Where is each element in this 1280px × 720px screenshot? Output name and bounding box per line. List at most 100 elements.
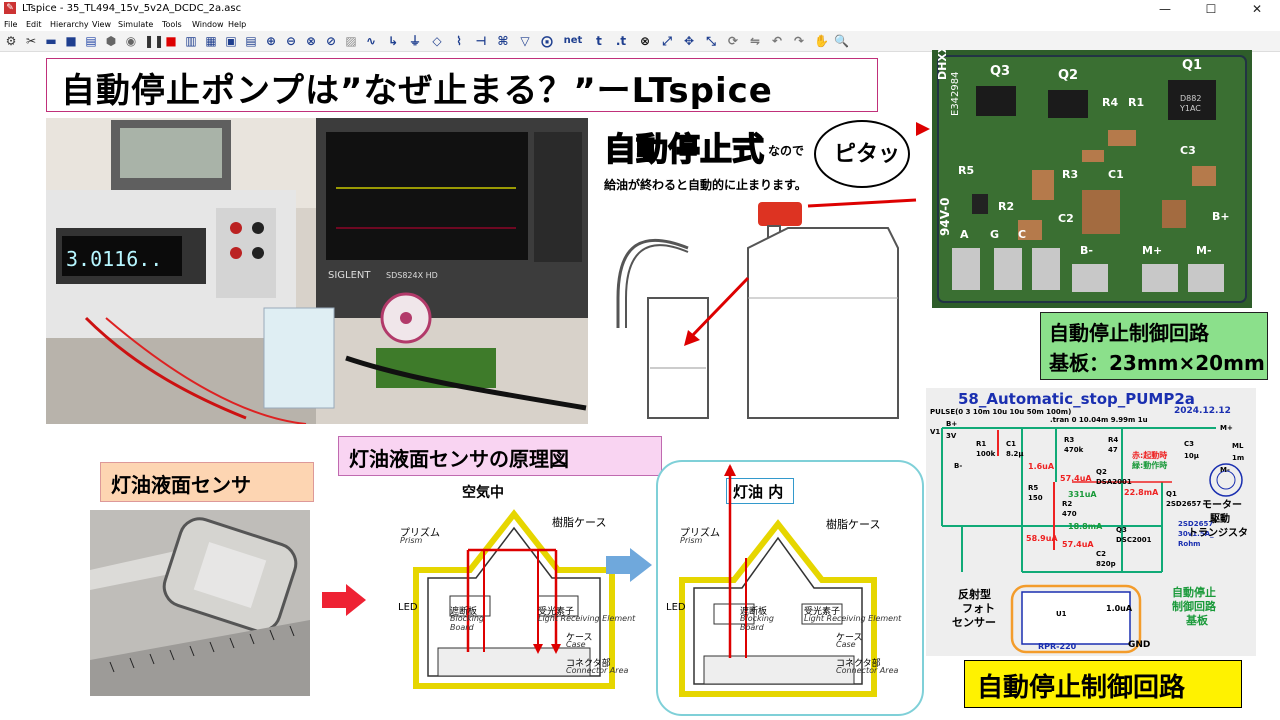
menu-file[interactable]: File [4, 20, 18, 29]
stop-icon[interactable]: ■ [165, 34, 177, 48]
label-icon[interactable]: ◇ [432, 34, 442, 48]
sch-c3: C3 [1184, 440, 1195, 448]
schematic-panel[interactable]: 58_Automatic_stop_PUMP2a PULSE(0 3 10m 1… [926, 388, 1256, 656]
menu-edit[interactable]: Edit [26, 20, 42, 29]
right-case-en: Case [836, 640, 856, 649]
inductor-icon[interactable]: ⌘ [497, 34, 509, 48]
right-connector-en: Connector Area [836, 666, 899, 675]
pcb-photo: Q3 Q2 Q1 R4 R1 R5 R3 C3 C1 R2 C2 A G C B… [932, 50, 1252, 308]
schematic-tran: .tran 0 10.04m 9.99m 1u [1050, 416, 1148, 424]
right-connector-jp: コネクタ部 [836, 659, 881, 669]
pcb-label-b-plus: B+ [1212, 210, 1230, 223]
cascade-icon[interactable]: ▣ [225, 34, 237, 48]
resistor-icon[interactable]: ⌇ [456, 34, 462, 48]
menu-tools[interactable]: Tools [162, 20, 182, 29]
right-blocking-en: Blocking Board [740, 614, 775, 632]
sch-q1-spec2: 30v1.5A_ [1178, 530, 1214, 538]
sch-i4: 22.8mA [1124, 488, 1159, 497]
zoom-in-icon[interactable]: ⊕ [265, 34, 277, 48]
waveform-icon[interactable]: ∿ [365, 34, 377, 48]
sch-c1: C1 [1006, 440, 1017, 448]
sch-q3-val: DSC2001 [1116, 536, 1152, 544]
left-connector-en: Connector Area [566, 666, 629, 675]
principle-right-title-box: 灯油 内 [726, 478, 794, 504]
bottom-label: 自動停止制御回路 [977, 673, 1186, 703]
headline-box: 自動停止ポンプは”なぜ止まる？”ーLTspice [46, 58, 878, 112]
left-prism-jp: プリズム [400, 528, 440, 539]
mirror-icon[interactable]: ⇋ [749, 34, 761, 48]
minimize-button[interactable]: — [1159, 2, 1171, 16]
drag-icon[interactable]: ⤡ [706, 34, 716, 48]
menu-simulate[interactable]: Simulate [118, 20, 154, 29]
save-icon[interactable]: ■ [65, 34, 77, 48]
tile-h-icon[interactable]: ▥ [185, 34, 197, 48]
zoom-fit-icon[interactable]: ⊗ [305, 34, 317, 48]
tile-v-icon[interactable]: ▦ [205, 34, 217, 48]
scope-brand: SIGLENT [328, 270, 371, 281]
net-icon[interactable]: net [563, 35, 583, 46]
sch-i6: 58.9uA [1026, 534, 1058, 543]
open-icon[interactable]: ▬ [45, 34, 57, 48]
menu-hierarchy[interactable]: Hierarchy [50, 20, 89, 29]
zoom-window-icon[interactable]: ▤ [245, 34, 257, 48]
principle-right-drawing [679, 464, 877, 697]
sch-c2-val: 820p [1096, 560, 1116, 568]
sch-r1: R1 [976, 440, 987, 448]
menu-view[interactable]: View [92, 20, 111, 29]
gear-icon[interactable]: ⚙ [5, 34, 17, 48]
text-icon[interactable]: t [596, 34, 602, 48]
run-icon[interactable]: ✂ [25, 34, 37, 48]
title-bar: ✎ LTspice - 35_TL494_15v_5v2A_DCDC_2a.as… [0, 0, 1280, 18]
red-arrow-icon [346, 584, 366, 616]
zoom-out-icon[interactable]: ⊖ [285, 34, 297, 48]
principle-right-title: 灯油 内 [733, 483, 784, 501]
sch-auto2: 制御回路 [1172, 600, 1216, 613]
pump-ad-small-text: なので [768, 144, 805, 158]
schematic-pulse: PULSE(0 3 10m 10u 10u 50m 100m) [930, 408, 1072, 416]
sch-q2-val: DSA2001 [1096, 478, 1132, 486]
sch-motor1: モーター [1202, 500, 1242, 511]
ground-icon[interactable]: ⏚ [408, 34, 421, 48]
pcb-label-r4: R4 [1102, 96, 1119, 109]
diode-icon[interactable]: ▽ [520, 34, 530, 48]
sch-i8: 1.0uA [1106, 604, 1133, 613]
hand-icon[interactable]: ✋ [814, 34, 829, 48]
find-icon[interactable]: 🔍 [834, 34, 849, 48]
sch-u1: U1 [1056, 610, 1067, 618]
pcb-caption: 自動停止制御回路 基板：23mm×20mm [1040, 312, 1268, 380]
redo-icon[interactable]: ↷ [793, 34, 805, 48]
wire-icon[interactable]: ↳ [387, 34, 399, 48]
left-blocking-en: Blocking Board [450, 614, 485, 632]
duplicate-icon[interactable]: ⤢ [662, 34, 672, 48]
delete-icon[interactable]: ⊗ [639, 34, 651, 48]
hammer-icon[interactable]: ⬢ [105, 34, 117, 48]
sch-q1: Q1 [1166, 490, 1177, 498]
capacitor-icon[interactable]: ⊣ [475, 34, 487, 48]
spice-directive-icon[interactable]: .t [615, 34, 627, 48]
sensor-photo-drawing [90, 510, 310, 696]
sch-r5: R5 [1028, 484, 1039, 492]
sch-c3-val: 10μ [1184, 452, 1199, 460]
pcb-label-c2: C2 [1058, 212, 1074, 225]
bottom-label-box: 自動停止制御回路 [964, 660, 1242, 708]
zoom-area-icon[interactable]: ⊘ [325, 34, 337, 48]
menu-help[interactable]: Help [228, 20, 247, 29]
pause-icon[interactable]: ◉ [125, 34, 137, 48]
pcb-label-g: G [990, 228, 1000, 241]
left-led: LED [398, 602, 418, 613]
pause-bars-icon[interactable]: ❚❚ [144, 34, 165, 48]
menu-window[interactable]: Window [192, 20, 224, 29]
toolbar: ⚙ ✂ ▬ ■ ▤ ⬢ ◉ ❚❚ ■ ▥ ▦ ▣ ▤ ⊕ ⊖ ⊗ ⊘ ▨ ∿ ↳… [0, 31, 1280, 52]
maximize-button[interactable]: ☐ [1205, 2, 1217, 16]
sch-i7: 57.4uA [1062, 540, 1094, 549]
close-button[interactable]: ✕ [1251, 2, 1263, 16]
speech-bubble-text: ピタッ [834, 142, 901, 167]
print-icon[interactable]: ▤ [85, 34, 97, 48]
move-icon[interactable]: ✥ [683, 34, 695, 48]
right-prism-jp: プリズム [680, 528, 720, 539]
sch-r3: R3 [1064, 436, 1075, 444]
component-icon[interactable]: ⨀ [541, 34, 553, 48]
undo-icon[interactable]: ↶ [771, 34, 783, 48]
autorange-icon[interactable]: ▨ [345, 34, 357, 48]
rotate-icon[interactable]: ⟳ [727, 34, 739, 48]
